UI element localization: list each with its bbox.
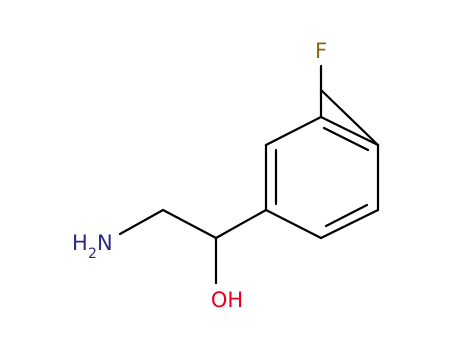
amine-h: H <box>72 231 88 255</box>
ring-double-bond-2 <box>324 203 369 228</box>
ring-bond-3 <box>319 208 380 240</box>
ring-to-carbinol-bond <box>214 208 268 240</box>
fluorine-label: F <box>315 39 327 63</box>
amine-n: N <box>97 231 113 255</box>
amine-subscript: 2 <box>88 246 97 262</box>
ch2-to-n-bond <box>118 208 165 236</box>
hydroxyl-label: OH <box>211 288 243 312</box>
ring-bond-1 <box>319 88 380 147</box>
ring-bond-4 <box>264 208 323 240</box>
ring-bond-6 <box>264 115 323 147</box>
carbinol-to-ch2-bond <box>161 208 218 240</box>
ring-double-bond-1 <box>322 126 370 152</box>
amine-label: H 2 N <box>72 231 113 262</box>
ring-bond-top <box>319 115 380 147</box>
